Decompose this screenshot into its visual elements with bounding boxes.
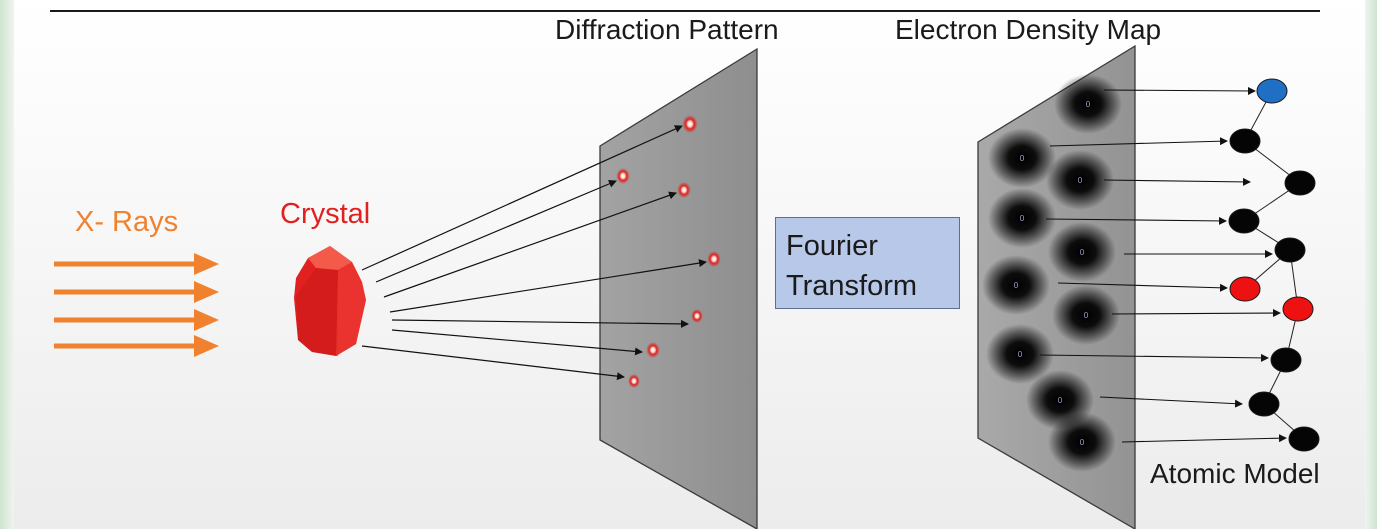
- diffraction-spot-1: [682, 115, 698, 133]
- diffraction-detector-panel: [599, 47, 758, 529]
- density-blob-6: [982, 255, 1050, 315]
- density-arrow-2: [1049, 137, 1228, 147]
- atomic-model-label: Atomic Model: [1150, 458, 1320, 489]
- density-blob-7: [1052, 285, 1120, 345]
- density-to-atom-arrows: [1039, 86, 1287, 443]
- atom-8: [1270, 347, 1302, 373]
- density-blob-marker-10: 0: [1080, 438, 1085, 447]
- fourier-label-line1: Fourier: [786, 230, 878, 262]
- atom-6: [1229, 276, 1261, 302]
- density-blob-marker-1: 0: [1086, 100, 1091, 109]
- xray-arrow-head-4: [194, 335, 219, 357]
- diffraction-ray-4: [389, 259, 707, 313]
- diffraction-ray-7: [361, 345, 625, 381]
- diffraction-spot-4: [707, 251, 721, 267]
- xray-arrow-head-2: [194, 281, 219, 303]
- density-blob-marker-3: 0: [1078, 176, 1083, 185]
- atom-7: [1282, 296, 1314, 322]
- density-blob-marker-7: 0: [1084, 311, 1089, 320]
- atom-9: [1248, 391, 1280, 417]
- diffraction-spot-3: [677, 182, 691, 198]
- xray-arrow-head-3: [194, 309, 219, 331]
- density-blob-1: [1054, 74, 1122, 134]
- density-blob-2: [988, 128, 1056, 188]
- xray-arrow-shaft-3: [54, 317, 196, 323]
- xray-arrow-shaft-2: [54, 289, 196, 295]
- left-border-strip: [0, 0, 14, 529]
- crystal-label: Crystal: [280, 198, 371, 230]
- density-arrow-4: [1045, 216, 1227, 225]
- right-border-strip: [1365, 0, 1377, 529]
- density-blob-4: [988, 188, 1056, 248]
- density-arrow-6: [1057, 282, 1228, 292]
- atom-2: [1229, 128, 1261, 154]
- density-arrow-8: [1039, 353, 1269, 362]
- xray-beam-arrows: [54, 253, 219, 357]
- density-blob-marker-4: 0: [1020, 214, 1025, 223]
- density-blob-marker-5: 0: [1080, 248, 1085, 257]
- xrays-label: X- Rays: [75, 206, 179, 238]
- diffraction-spot-2: [616, 168, 630, 184]
- crystal-icon: [294, 246, 366, 356]
- density-blob-marker-6: 0: [1014, 281, 1019, 290]
- diffraction-spot-7: [628, 374, 640, 388]
- electron-density-blobs: 0 0 0 0 0 0 0 0 0 0: [982, 74, 1122, 472]
- density-blob-marker-9: 0: [1058, 396, 1063, 405]
- atomic-model-atoms: [1228, 78, 1320, 452]
- xray-arrow-shaft-1: [54, 261, 196, 267]
- diffraction-ray-2: [375, 180, 617, 283]
- atom-1: [1256, 78, 1288, 104]
- diffraction-spot-6: [646, 342, 660, 358]
- density-blob-marker-8: 0: [1018, 350, 1023, 359]
- density-blob-marker-2: 0: [1020, 154, 1025, 163]
- atom-4: [1228, 208, 1260, 234]
- diffraction-spots: [616, 115, 721, 388]
- fourier-transform-box: Fourier Transform: [775, 217, 960, 309]
- top-rule-line: [50, 10, 1320, 12]
- xray-arrow-shaft-4: [54, 343, 196, 349]
- diffraction-pattern-label: Diffraction Pattern: [555, 14, 779, 45]
- density-arrow-10: [1121, 434, 1287, 443]
- diffraction-ray-1: [361, 125, 683, 271]
- density-arrow-7: [1111, 309, 1281, 318]
- diffraction-spot-5: [691, 309, 703, 323]
- density-blob-8: [986, 324, 1054, 384]
- density-blob-3: [1046, 150, 1114, 210]
- atom-5: [1274, 237, 1306, 263]
- density-arrow-1: [1103, 86, 1256, 95]
- density-arrow-3: [1103, 177, 1251, 186]
- electron-density-map-label: Electron Density Map: [895, 14, 1162, 45]
- diffraction-ray-arrows: [361, 125, 707, 381]
- fourier-label-line2: Transform: [786, 270, 918, 302]
- density-arrow-9: [1099, 396, 1243, 408]
- atom-10: [1288, 426, 1320, 452]
- density-blob-10: [1048, 412, 1116, 472]
- atom-3: [1284, 170, 1316, 196]
- diffraction-ray-6: [391, 329, 643, 356]
- xray-arrow-head-1: [194, 253, 219, 275]
- density-blob-5: [1048, 222, 1116, 282]
- diffraction-ray-3: [383, 191, 677, 298]
- diffraction-ray-5: [391, 319, 689, 328]
